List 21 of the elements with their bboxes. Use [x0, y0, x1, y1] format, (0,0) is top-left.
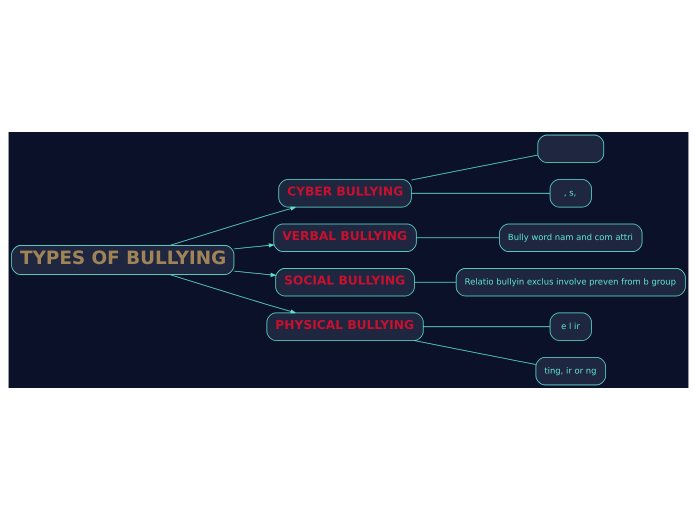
node-box: Bully word nam and com attri — [499, 224, 642, 252]
node-box: TYPES OF BULLYING — [11, 245, 234, 275]
connector — [414, 340, 536, 365]
node-box: e l ir — [550, 312, 592, 341]
node-box: VERBAL BULLYING — [273, 224, 417, 252]
arrow — [234, 270, 277, 277]
connector — [411, 154, 538, 180]
node-box: PHYSICAL BULLYING — [266, 312, 424, 341]
node-box: CYBER BULLYING — [278, 179, 412, 208]
node-box: , s, — [550, 179, 592, 208]
node-box: Relatio bullyin exclus involve preven from b group — [456, 268, 686, 296]
arrow — [170, 206, 297, 246]
connector — [414, 282, 456, 283]
arrow — [170, 274, 297, 314]
connector — [422, 326, 550, 328]
node-box: SOCIAL BULLYING — [275, 268, 415, 296]
node-box: ting, ir or ng — [536, 356, 606, 386]
node-box — [537, 134, 604, 164]
arrow — [234, 243, 275, 250]
connector — [416, 237, 500, 238]
connector — [411, 192, 550, 194]
